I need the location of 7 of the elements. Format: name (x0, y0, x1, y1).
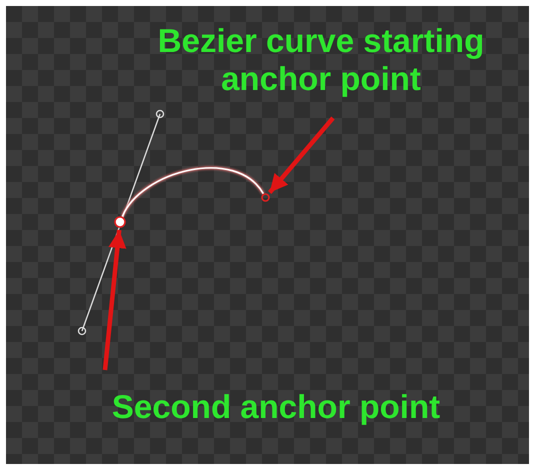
annotation-label: Bezier curve starting anchor point (128, 22, 514, 100)
arrow (268, 116, 335, 194)
arrow (102, 230, 126, 370)
anchor-point (261, 193, 270, 202)
anchor-point (114, 216, 126, 228)
bezier-curve (122, 167, 264, 217)
annotation-label: Second anchor point (76, 388, 476, 428)
